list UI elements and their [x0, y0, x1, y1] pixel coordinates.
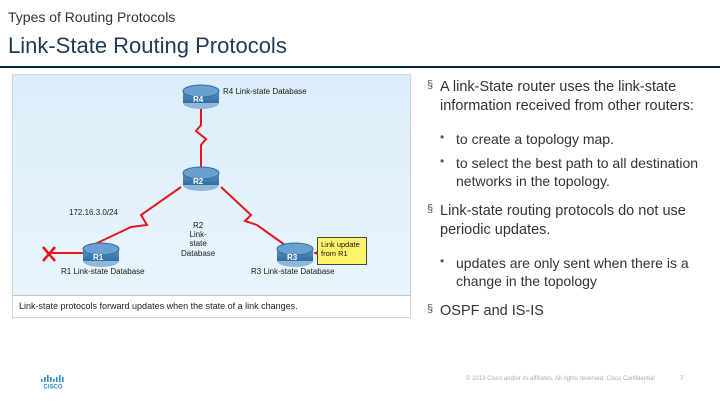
svg-text:CISCO: CISCO	[43, 385, 62, 390]
r1-label: R1	[93, 253, 104, 262]
cisco-logo-icon: CISCO	[40, 375, 66, 394]
figure-caption-text: Link-state protocols forward updates whe…	[19, 301, 298, 311]
router-r2	[182, 166, 220, 191]
bullet-list: A link-State router uses the link-state …	[427, 78, 712, 321]
link-down-x-icon	[42, 246, 56, 262]
r3-label: R3	[287, 253, 298, 262]
footer-copyright: © 2013 Cisco and/or its affiliates. All …	[466, 376, 655, 382]
figure-caption: Link-state protocols forward updates whe…	[12, 295, 411, 318]
bullet-item: A link-State router uses the link-state …	[427, 78, 712, 116]
network-address-label: 172.16.3.0/24	[69, 208, 118, 217]
r3-database-label: R3 Link-state Database	[251, 267, 335, 276]
sub-bullet-item: to select the best path to all destinati…	[427, 154, 712, 190]
r4-label: R4	[193, 95, 204, 104]
slide-title: Link-State Routing Protocols	[8, 33, 287, 58]
serial-link-r2-r1	[92, 186, 182, 246]
router-r3	[276, 242, 314, 267]
link-update-callout: Link update from R1	[317, 237, 367, 265]
serial-link-r4-r2	[194, 107, 208, 167]
r4-database-label: R4 Link-state Database	[223, 87, 307, 96]
r2-label: R2	[193, 177, 204, 186]
r2-database-label: R2 Link- state Database	[181, 221, 216, 258]
title-divider	[0, 66, 720, 68]
sub-bullet-item: updates are only sent when there is a ch…	[427, 254, 712, 290]
network-diagram-figure: R4 R2 R1 R3 R4 Link-state Database 172.1…	[12, 74, 411, 318]
slide-subtitle: Types of Routing Protocols	[8, 9, 176, 25]
page-number: 7	[680, 376, 684, 382]
bullet-item: Link-state routing protocols do not use …	[427, 202, 712, 240]
serial-link-r2-r3	[220, 186, 286, 246]
bullet-item: OSPF and IS-IS	[427, 302, 712, 321]
router-r4	[182, 84, 220, 109]
r1-database-label: R1 Link-state Database	[61, 267, 145, 276]
router-r1	[82, 242, 120, 267]
sub-bullet-item: to create a topology map.	[427, 130, 712, 148]
